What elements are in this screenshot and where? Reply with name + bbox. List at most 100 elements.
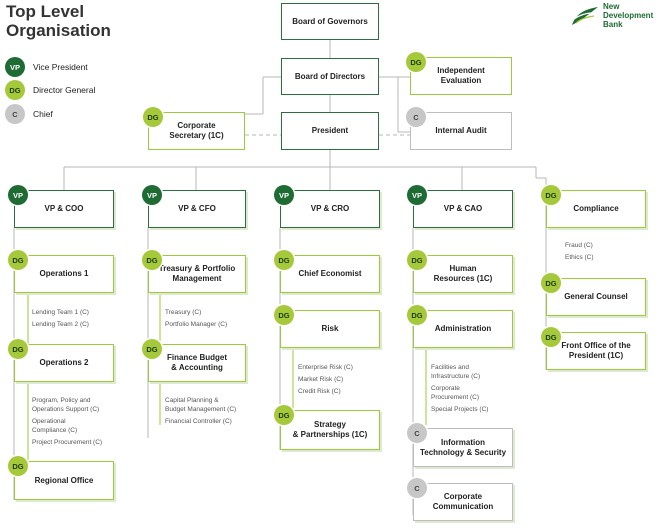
sub-unit: Budget Management (C) <box>165 406 237 413</box>
label-line1: Finance Budget <box>166 353 227 362</box>
compliance-box[interactable]: Compliance <box>546 190 646 228</box>
internal-audit-box[interactable]: Internal Audit <box>410 112 512 150</box>
vp-cro-box[interactable]: VP & CRO <box>280 190 380 228</box>
box-label: Board of Governors <box>292 16 368 26</box>
board-of-directors-box[interactable]: Board of Directors <box>281 58 379 95</box>
sub-unit: Lending Team 2 (C) <box>32 321 89 328</box>
dg-badge: DG <box>142 339 162 359</box>
label-line1: Information <box>441 437 485 447</box>
vp-badge: VP <box>8 185 28 205</box>
general-counsel-box[interactable]: General Counsel <box>546 278 646 316</box>
dg-badge: DG <box>541 273 561 293</box>
dg-badge: DG <box>274 305 294 325</box>
dg-badge: DG <box>5 80 25 100</box>
vp-badge: VP <box>407 185 427 205</box>
label-line2: & Accounting <box>171 363 223 372</box>
board-of-governors-box[interactable]: Board of Governors <box>281 3 379 40</box>
sub-unit: Compliance (C) <box>32 427 78 434</box>
label-line2: Secretary (1C) <box>169 131 224 140</box>
president-box[interactable]: President <box>281 112 379 150</box>
sub-unit: Infrastructure (C) <box>431 373 481 380</box>
legend-label: Director General <box>33 85 96 95</box>
box-label: Internal Audit <box>435 126 487 135</box>
sub-unit: Program, Policy and <box>32 397 91 404</box>
logo-line2: Development <box>603 11 654 20</box>
operations-1-box[interactable]: Operations 1 <box>14 255 114 293</box>
dg-badge: DG <box>143 107 163 127</box>
dg-badge: DG <box>8 250 28 270</box>
sub-unit: Procurement (C) <box>431 394 480 401</box>
regional-office-box[interactable]: Regional Office <box>14 461 114 500</box>
legend-vp: VP Vice President <box>5 57 88 77</box>
label-line1: Independent <box>437 66 485 75</box>
box-label: Strategy& Partnerships (1C) <box>293 420 368 440</box>
label-line2: Technology & Security <box>419 447 507 457</box>
sub-unit: Financial Controller (C) <box>165 418 232 425</box>
box-label: General Counsel <box>564 292 628 301</box>
vp-badge: VP <box>5 57 25 77</box>
box-label: Risk <box>321 324 339 333</box>
vp-cfo-box[interactable]: VP & CFO <box>148 190 246 228</box>
risk-box[interactable]: Risk <box>280 310 380 348</box>
box-label: Finance Budget& Accounting <box>167 353 227 373</box>
logo-line1: New <box>603 2 620 11</box>
box-label: VP & CAO <box>443 204 483 213</box>
sub-unit: Enterprise Risk (C) <box>298 364 353 371</box>
chief-badge: C <box>5 104 25 124</box>
box-label: Regional Office <box>34 475 94 485</box>
label-line2: Evaluation <box>440 76 482 85</box>
sub-unit: Portfolio Manager (C) <box>165 321 228 328</box>
sub-unit: Ethics (C) <box>565 254 594 261</box>
label-line1: Front Office of the <box>561 341 631 350</box>
label-line2: & Partnerships (1C) <box>292 430 368 439</box>
ndb-logo: New Development Bank <box>570 2 653 29</box>
ndb-leaf-logo-icon <box>572 6 598 25</box>
vp-cao-box[interactable]: VP & CAO <box>413 190 513 228</box>
dg-badge: DG <box>541 185 561 205</box>
chief-economist-box[interactable]: Chief Economist <box>280 255 380 293</box>
vp-badge: VP <box>142 185 162 205</box>
strategy-partnerships-box[interactable]: Strategy& Partnerships (1C) <box>280 410 380 450</box>
box-label: Administration <box>434 324 492 333</box>
finance-budget-box[interactable]: Finance Budget& Accounting <box>148 344 246 382</box>
box-label: Operations 2 <box>39 358 89 367</box>
chief-badge: C <box>406 107 426 127</box>
dg-badge: DG <box>406 52 426 72</box>
box-label: Operations 1 <box>39 269 89 278</box>
sub-unit: Operations Support (C) <box>32 406 100 413</box>
title-line1: Top Level <box>6 2 85 21</box>
sub-unit: Capital Planning & <box>165 397 219 404</box>
label-line1: Human <box>449 264 477 273</box>
sub-unit: Fraud (C) <box>565 242 593 249</box>
administration-box[interactable]: Administration <box>413 310 513 348</box>
logo-line3: Bank <box>603 20 623 29</box>
dg-badge: DG <box>407 305 427 325</box>
label-line1: Strategy <box>313 420 346 429</box>
dg-badge: DG <box>142 250 162 270</box>
sub-unit: Corporate <box>431 385 460 392</box>
box-label: VP & CRO <box>310 204 350 213</box>
label-line2: President (1C) <box>568 351 624 360</box>
vp-badge: VP <box>274 185 294 205</box>
sub-unit: Market Risk (C) <box>298 376 344 383</box>
vp-coo-box[interactable]: VP & COO <box>14 190 114 228</box>
dg-badge: DG <box>274 250 294 270</box>
box-label: Compliance <box>573 204 619 213</box>
sub-unit: Special Projects (C) <box>431 406 489 413</box>
sub-unit: Credit Risk (C) <box>298 388 341 395</box>
sub-unit: Facilities and <box>431 364 469 371</box>
logo-text: New Development Bank <box>603 2 653 29</box>
operations-2-box[interactable]: Operations 2 <box>14 344 114 382</box>
